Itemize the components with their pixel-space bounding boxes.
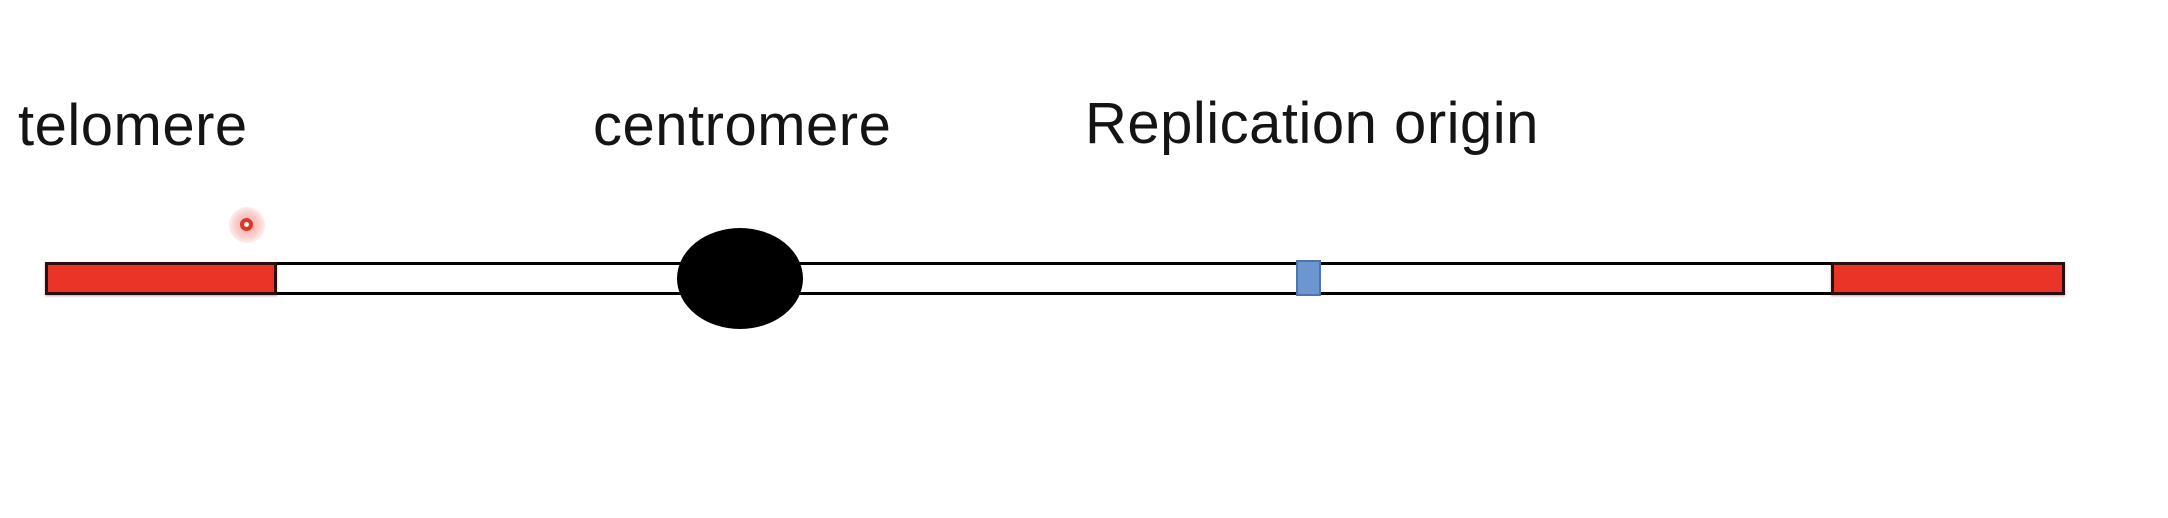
telomere-right-segment — [1831, 262, 2065, 295]
telomere-label: telomere — [18, 93, 248, 158]
telomere-left-segment — [45, 262, 277, 295]
cursor-click-indicator — [229, 207, 265, 243]
replication-origin-label: Replication origin — [1085, 91, 1539, 156]
centromere-label: centromere — [593, 93, 892, 158]
chromosome-bar — [45, 262, 2065, 295]
cursor-ring-icon — [240, 218, 253, 231]
replication-origin-marker — [1296, 260, 1321, 296]
centromere-ellipse — [677, 228, 803, 329]
